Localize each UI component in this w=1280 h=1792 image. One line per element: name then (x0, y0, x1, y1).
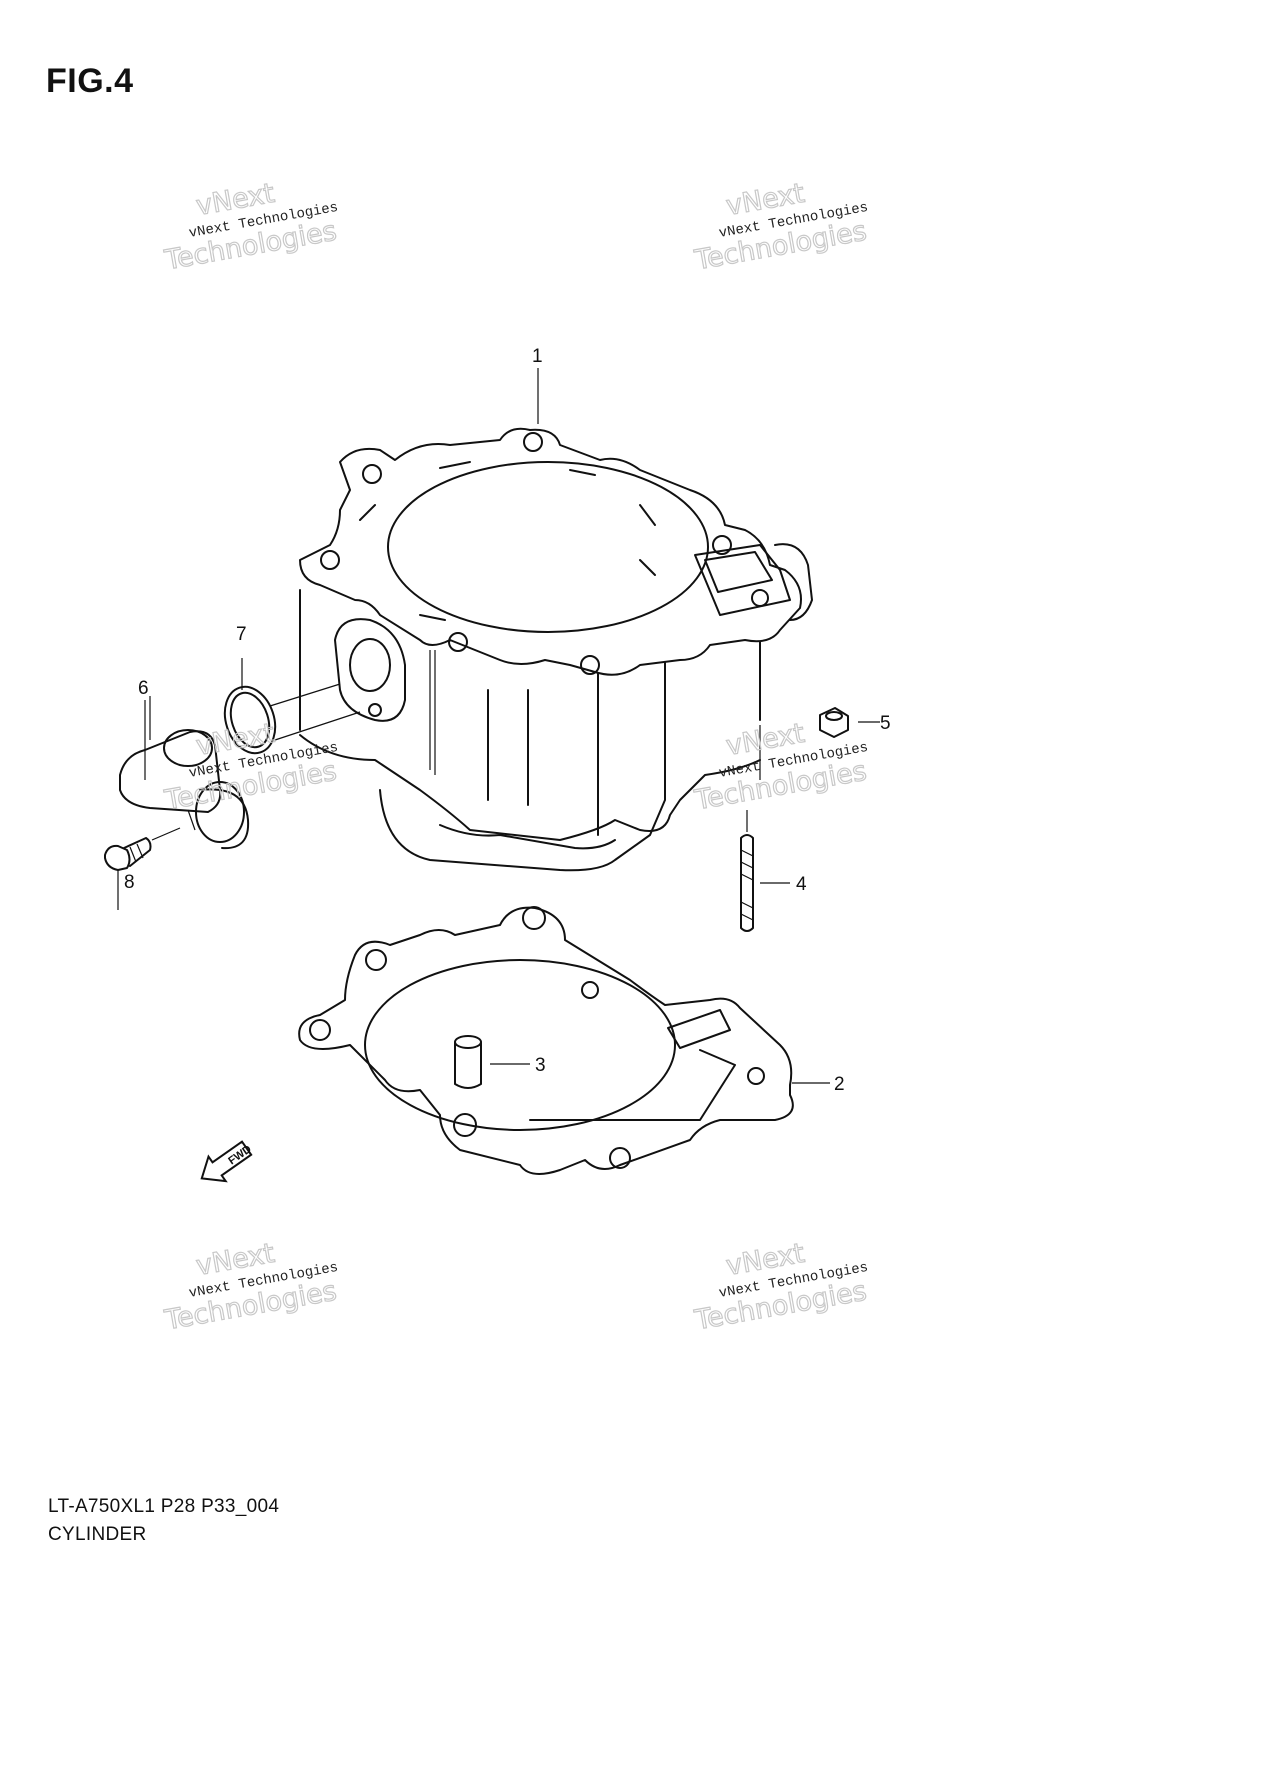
part-dowel-pin[interactable] (454, 1035, 530, 1089)
callout-5: 5 (880, 713, 891, 734)
callout-2: 2 (834, 1074, 845, 1095)
callout-3: 3 (535, 1055, 546, 1076)
part-water-inlet-pipe[interactable] (119, 700, 250, 850)
part-stud-bolt[interactable] (740, 810, 790, 932)
part-o-ring[interactable] (217, 658, 361, 760)
figure-title: FIG.4 (46, 62, 134, 100)
diagram-name: CYLINDER (48, 1524, 147, 1545)
part-nut[interactable] (819, 707, 880, 738)
callout-4: 4 (796, 874, 807, 895)
watermark-bottom-left: vNext vNext Technologies Technologies (161, 1237, 339, 1337)
leader-lines (149, 368, 830, 1084)
callout-7: 7 (236, 624, 247, 645)
watermark-top-left: vNext vNext Technologies Technologies (161, 177, 339, 277)
callout-6: 6 (138, 678, 149, 699)
watermark-bottom-right: vNext vNext Technologies Technologies (691, 1237, 869, 1337)
callout-1: 1 (532, 346, 543, 367)
fwd-arrow-icon: FWD (200, 1140, 254, 1183)
callout-8: 8 (124, 872, 135, 893)
watermark-top-right: vNext vNext Technologies Technologies (691, 177, 869, 277)
part-bolt[interactable] (104, 827, 181, 910)
diagram-code: LT-A750XL1 P28 P33_004 (48, 1496, 280, 1517)
part-cylinder[interactable] (299, 427, 813, 872)
part-cylinder-base-gasket[interactable] (298, 906, 794, 1175)
